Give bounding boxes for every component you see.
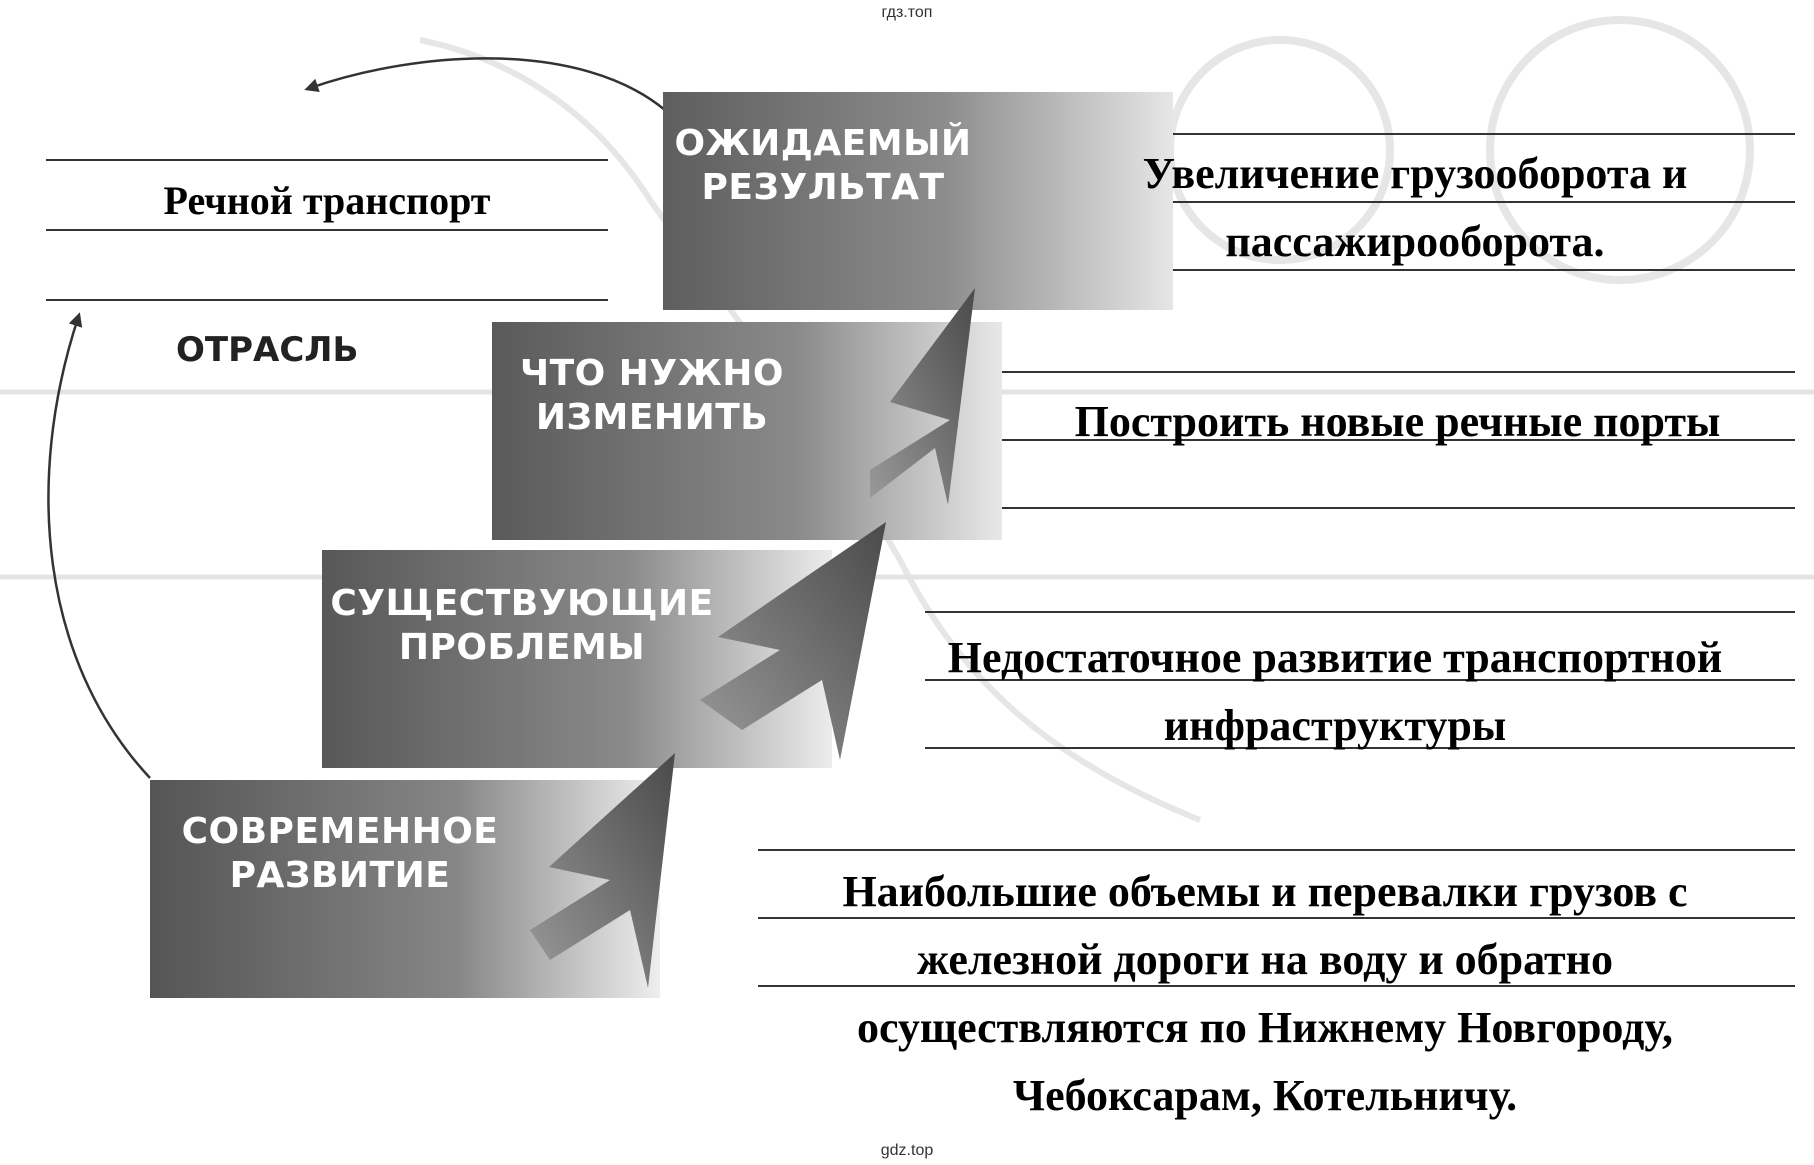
step-title-change: ЧТО НУЖНО ИЗМЕНИТЬ	[492, 352, 812, 440]
watermark-top: гдз.топ	[881, 4, 933, 21]
step-title-expected: ОЖИДАЕМЫЙ РЕЗУЛЬТАТ	[663, 122, 983, 210]
industry-label: ОТРАСЛЬ	[176, 330, 359, 370]
step-title-line: ИЗМЕНИТЬ	[535, 397, 769, 438]
step-title-line: РАЗВИТИЕ	[229, 855, 451, 896]
step-title-problems: СУЩЕСТВУЮЩИЕ ПРОБЛЕМЫ	[322, 582, 722, 670]
step-title-line: СУЩЕСТВУЮЩИЕ	[330, 583, 714, 624]
top-curve-arrow	[304, 57, 666, 111]
answer-line: Построить новые речные порты	[1074, 397, 1721, 446]
answer-line: осуществляются по Нижнему Новгороду,	[856, 1003, 1674, 1052]
industry-answer: Речной транспорт	[163, 178, 491, 223]
feedback-curve-arrow	[47, 312, 151, 779]
answer-problems: Недостаточное развитие транспортной инфр…	[875, 624, 1795, 760]
step-title-line: ЧТО НУЖНО	[520, 353, 784, 394]
step-title-line: ОЖИДАЕМЫЙ	[674, 123, 972, 164]
step-block-expected	[663, 92, 1173, 310]
step-block-current	[150, 780, 660, 998]
step-title-line: РЕЗУЛЬТАТ	[701, 167, 945, 208]
answer-line: Чебоксарам, Котельничу.	[1012, 1071, 1518, 1120]
answer-line: Увеличение грузооборота и	[1142, 149, 1688, 198]
step-arrow-1	[530, 753, 675, 988]
step-title-current: СОВРЕМЕННОЕ РАЗВИТИЕ	[150, 810, 530, 898]
answer-line: Недостаточное развитие транспортной	[947, 633, 1723, 682]
step-title-line: ПРОБЛЕМЫ	[398, 627, 646, 668]
answer-line: инфраструктуры	[1163, 701, 1507, 750]
answer-line: железной дороги на воду и обратно	[917, 935, 1613, 984]
step-title-line: СОВРЕМЕННОЕ	[181, 811, 499, 852]
answer-line: Наибольшие объемы и перевалки грузов с	[842, 867, 1688, 916]
step-arrow-2	[700, 522, 886, 760]
step-arrow-3	[870, 288, 975, 505]
answer-line: пассажирооборота.	[1225, 217, 1605, 266]
step-block-problems	[322, 550, 832, 768]
answer-change: Построить новые речные порты	[1000, 388, 1795, 456]
ruled-lines	[46, 133, 1795, 987]
watermark-bottom: gdz.top	[880, 1142, 934, 1159]
answer-expected: Увеличение грузооборота и пассажирооборо…	[1035, 140, 1795, 276]
answer-current: Наибольшие объемы и перевалки грузов с ж…	[740, 858, 1790, 1130]
step-block-change	[492, 322, 1002, 540]
